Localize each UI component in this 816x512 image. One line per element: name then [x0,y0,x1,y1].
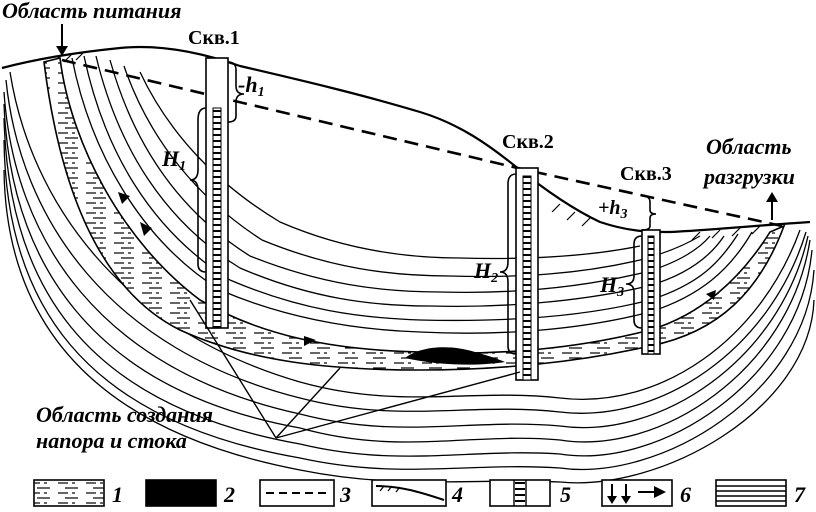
svg-text:6: 6 [680,482,691,507]
flow-arrow-4 [706,290,716,300]
brace-H3 [625,235,643,329]
well-1 [205,57,229,329]
legend-item-6: 6 [601,479,691,507]
H1-label: H1 [161,146,186,174]
svg-text:4: 4 [451,482,463,507]
svg-text:1: 1 [112,482,123,507]
black-lens [405,347,505,365]
brace-h1 [227,61,245,123]
legend-item-3: 3 [259,479,351,507]
H2-label: H2 [473,258,498,286]
H3-label: H3 [599,272,624,300]
flow-arrows [118,192,716,346]
pressure-area-label-2: напора и стока [36,428,187,453]
braces [189,61,657,355]
flow-arrow-1 [118,192,130,204]
flow-arrow-2 [140,222,152,236]
well-3 [641,229,661,355]
svg-text:7: 7 [794,482,806,507]
piezometric-line [61,58,783,228]
svg-text:3: 3 [339,482,351,507]
discharge-area-label-2: разгрузки [702,164,795,189]
svg-text:5: 5 [560,482,571,507]
recharge-arrow [56,24,68,56]
brace-H2 [499,173,517,355]
legend-item-4: 4 [371,479,463,507]
discharge-arrow [766,192,778,220]
h3-label: +h3 [598,197,628,222]
flow-arrow-3 [304,336,316,346]
well-2-label: Скв.2 [502,131,554,153]
recharge-area-label: Область питания [2,0,181,23]
aquifer-layer [43,57,786,371]
legend-item-7: 7 [715,479,806,507]
h1-label: -h1 [238,72,265,100]
legend: 1 2 3 4 5 [33,479,806,507]
well-3-label: Скв.3 [620,163,672,185]
leader-lines [189,299,521,439]
lower-strata [3,71,815,484]
svg-text:2: 2 [223,482,235,507]
pressure-area-label-1: Область создания [36,402,213,427]
legend-item-2: 2 [145,479,235,507]
brace-H1 [189,107,207,273]
surface-ticks [51,51,761,241]
discharge-area-label-1: Область [706,134,792,159]
legend-item-5: 5 [489,479,571,507]
well-2 [515,167,539,381]
legend-item-1: 1 [33,479,123,507]
well-1-label: Скв.1 [188,27,240,49]
brace-h3 [641,195,657,231]
ground-surface [1,45,811,234]
